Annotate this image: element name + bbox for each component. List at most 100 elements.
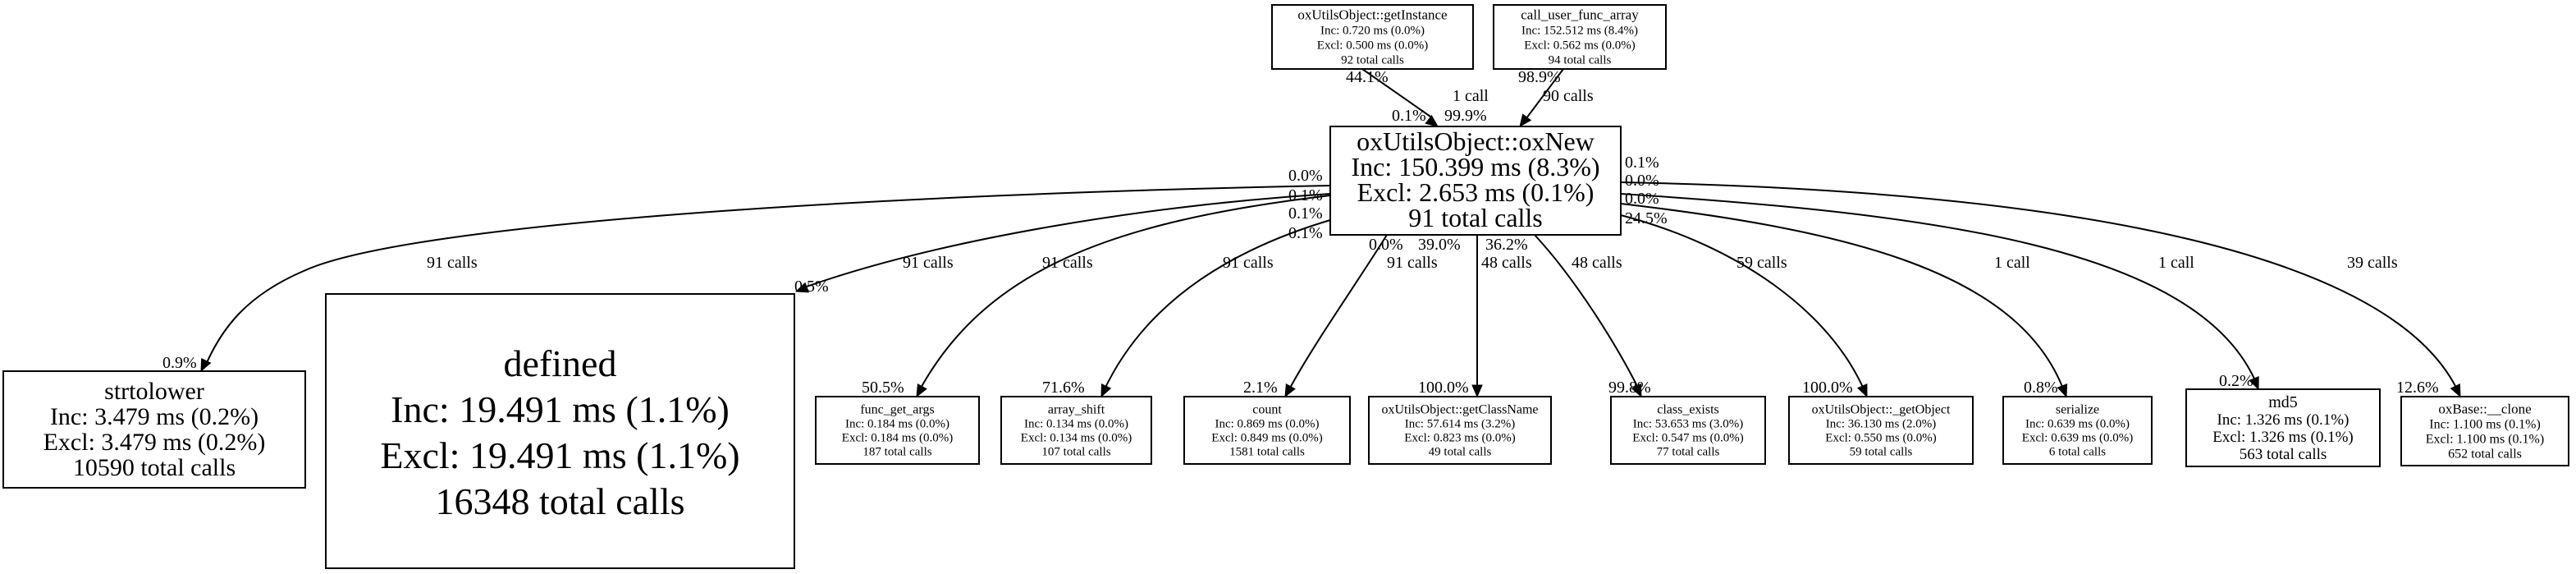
node-name: class_exists (1657, 403, 1719, 417)
edge-caller-pct: 36.2% (1485, 236, 1528, 254)
node-inclusive-time: Inc: 3.479 ms (0.2%) (50, 403, 259, 430)
node-exclusive-time: Excl: 0.500 ms (0.0%) (1317, 39, 1428, 52)
edge-line (1103, 219, 1331, 392)
node-name: oxUtilsObject::getInstance (1297, 7, 1447, 22)
node-inclusive-time: Inc: 36.130 ms (2.0%) (1826, 418, 1937, 431)
node-total-calls: 187 total calls (862, 446, 931, 459)
edge-callee-pct: 0.1% (1392, 107, 1426, 125)
node-total-calls: 563 total calls (2240, 446, 2327, 463)
edge-callee-pct: 0.9% (162, 354, 197, 372)
edge-calls-label: 91 calls (1223, 254, 1274, 272)
edge-line (918, 195, 1331, 392)
edge-callee-pct: 50.5% (862, 379, 904, 397)
node-exclusive-time: Excl: 19.491 ms (1.1%) (380, 434, 739, 476)
node-box (1271, 4, 1474, 70)
edge-calls-label: 48 calls (1481, 254, 1532, 272)
node-exclusive-time: Excl: 0.639 ms (0.0%) (2022, 432, 2133, 445)
arrowhead-icon (2249, 376, 2259, 391)
edge-calls-label: 1 call (1453, 87, 1489, 105)
arrowhead-icon (1425, 114, 1439, 127)
edge-line (1620, 181, 2459, 392)
edge-callee-pct: 100.0% (1418, 379, 1469, 397)
node-name: defined (504, 342, 617, 384)
edge-calls-label: 91 calls (1387, 254, 1438, 272)
edge-caller-pct: 39.0% (1418, 236, 1461, 254)
node-box (1183, 396, 1351, 465)
edge-callee-pct: 12.6% (2396, 379, 2439, 397)
node-exclusive-time: Excl: 3.479 ms (0.2%) (43, 429, 266, 456)
node-exclusive-time: Excl: 0.823 ms (0.0%) (1404, 432, 1515, 445)
node-total-calls: 107 total calls (1041, 446, 1110, 459)
node-exclusive-time: Excl: 0.134 ms (0.0%) (1021, 432, 1132, 445)
edge-callee-pct: 99.9% (1444, 107, 1487, 125)
node-total-calls: 10590 total calls (73, 454, 236, 481)
edge-oxNew-to-getClassName: 48 calls 39.0% 100.0% (1418, 235, 1532, 398)
node-name: serialize (2056, 403, 2099, 417)
edge-calls-label: 1 call (1994, 254, 2030, 272)
node-exclusive-time: Excl: 0.849 ms (0.0%) (1211, 432, 1322, 445)
node-total-calls: 1581 total calls (1229, 446, 1305, 459)
node-exclusive-time: Excl: 0.547 ms (0.0%) (1632, 432, 1743, 445)
node-total-calls: 6 total calls (2049, 446, 2106, 459)
node-total-calls: 59 total calls (1850, 446, 1913, 459)
node-exclusive-time: Excl: 0.550 ms (0.0%) (1825, 432, 1936, 445)
node-name: call_user_func_array (1521, 7, 1639, 22)
edge-line (1361, 68, 1434, 119)
edge-oxNew-to-strtolower: 91 calls 0.0% 0.9% (162, 167, 1331, 373)
node-exclusive-time: Excl: 1.326 ms (0.1%) (2212, 429, 2354, 446)
node-exclusive-time: Excl: 2.653 ms (0.1%) (1357, 177, 1595, 207)
edge-caller-pct: 0.0% (1625, 190, 1659, 208)
node-inclusive-time: Inc: 0.720 ms (0.0%) (1320, 24, 1425, 37)
edge-calls-label: 90 calls (1543, 87, 1594, 105)
arrowhead-icon (2450, 383, 2461, 398)
edge-caller-pct: 0.1% (1288, 186, 1323, 204)
arrowhead-icon (200, 358, 212, 373)
node-name: count (1252, 403, 1282, 417)
edge-calls-label: 91 calls (903, 254, 954, 272)
node-name: oxBase::__clone (2438, 401, 2531, 416)
node-box (1493, 4, 1667, 70)
edge-calls-label: 1 call (2158, 254, 2194, 272)
node-name: strtolower (104, 378, 204, 405)
node-name: md5 (2268, 393, 2298, 411)
edge-caller-pct: 24.5% (1625, 209, 1668, 227)
edge-calls-label: 39 calls (2347, 254, 2398, 272)
arrowhead-icon (1631, 383, 1642, 398)
node-name: oxUtilsObject::getClassName (1381, 403, 1538, 417)
edge-caller-pct: 0.0% (1288, 167, 1323, 185)
arrowhead-icon (794, 282, 809, 293)
node-inclusive-time: Inc: 1.100 ms (0.1%) (2429, 417, 2541, 431)
arrowhead-icon (1284, 383, 1296, 398)
node-total-calls: 77 total calls (1657, 446, 1720, 459)
node-name: oxUtilsObject::_getObject (1812, 403, 1951, 417)
node-total-calls: 91 total calls (1408, 203, 1543, 232)
arrowhead-icon (1857, 383, 1868, 398)
node-total-calls: 94 total calls (1549, 53, 1612, 67)
node-inclusive-time: Inc: 57.614 ms (3.2%) (1405, 418, 1516, 431)
arrowhead-icon (1519, 113, 1532, 128)
edge-line (1526, 68, 1564, 119)
node-name: array_shift (1048, 403, 1105, 417)
